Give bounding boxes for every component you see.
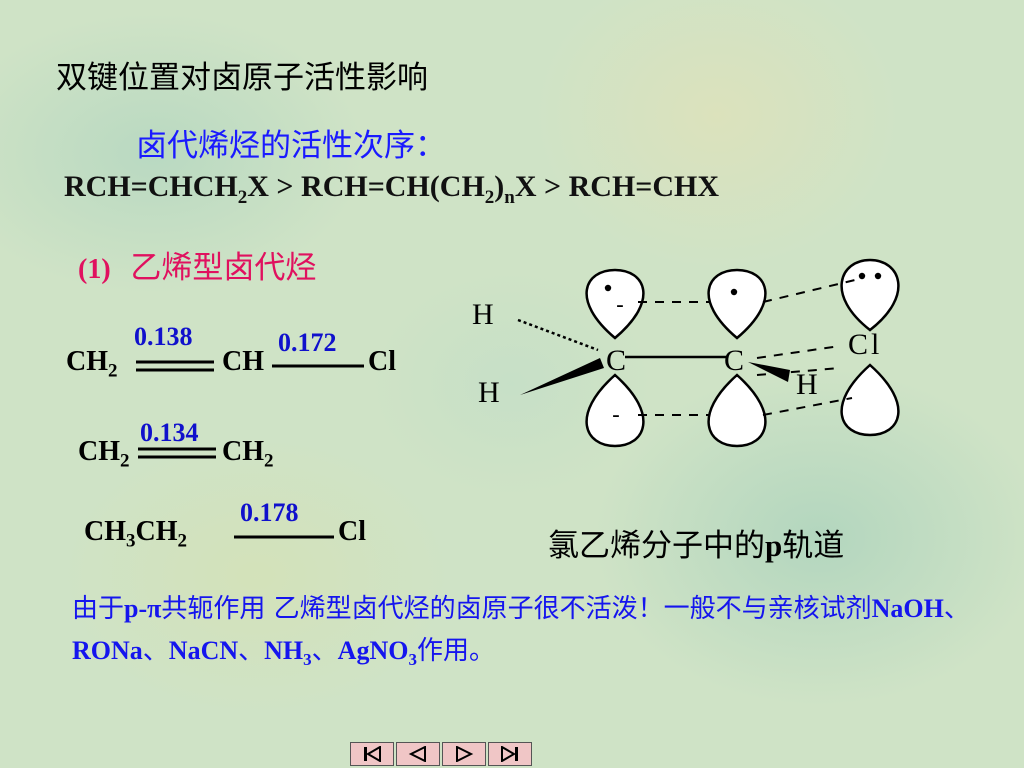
bond-length-label: 0.138 — [134, 322, 193, 351]
atom-h: H — [478, 376, 500, 409]
p-orbital-diagram: C C Cl H H H - - — [472, 258, 900, 448]
slide-title: 双键位置对卤原子活性影响 — [56, 60, 428, 96]
diagram-caption: 氯乙烯分子中的p轨道 — [548, 528, 845, 564]
electron-dot — [858, 272, 866, 280]
solid-wedge-bond — [748, 362, 790, 382]
atom-h: H — [472, 298, 494, 331]
electron-dot — [604, 284, 612, 292]
bond-length-label: 0.134 — [140, 418, 199, 447]
electron-dot — [730, 288, 738, 296]
vinyl-chloride-cl: Cl — [368, 346, 396, 377]
ethylene-right: CH2 — [222, 436, 274, 472]
c2-upper-lobe — [707, 268, 767, 340]
section-heading: (1) 乙烯型卤代烃 — [78, 250, 317, 286]
triangle-left-icon — [408, 746, 426, 762]
overlap-dashed-line — [762, 397, 853, 416]
ethyl-chloride-cl: Cl — [338, 516, 366, 547]
bond-length-label: 0.178 — [240, 498, 299, 527]
atom-c2: C — [724, 344, 744, 377]
last-slide-button[interactable] — [488, 742, 532, 766]
cl-lower-lobe — [840, 363, 900, 437]
atom-c1: C — [606, 344, 626, 377]
first-slide-button[interactable] — [350, 742, 394, 766]
triangle-right-icon — [456, 746, 474, 762]
c2-lower-lobe — [707, 373, 767, 448]
activity-order-heading: 卤代烯烃的活性次序： — [136, 128, 446, 164]
atom-h: H — [796, 368, 818, 401]
c1-upper-lobe — [585, 268, 645, 340]
atom-cl: Cl — [848, 328, 882, 361]
cl-upper-lobe — [840, 258, 900, 332]
overlap-dashed-line — [756, 367, 841, 376]
vinyl-chloride-left: CH2 — [66, 346, 118, 382]
explanation-paragraph: 由于p-π共轭作用 乙烯型卤代烃的卤原子很不活泼！一般不与亲核试剂NaOH、RO… — [72, 594, 970, 670]
skip-forward-icon — [501, 746, 518, 762]
c1-lower-lobe — [585, 373, 645, 448]
vinyl-chloride-ch: CH — [222, 346, 264, 377]
minus-sign: - — [616, 293, 624, 318]
solid-wedge-bond — [520, 358, 604, 395]
electron-dot — [874, 272, 882, 280]
minus-sign: - — [612, 403, 620, 428]
bond-length-label: 0.172 — [278, 328, 337, 357]
skip-back-icon — [364, 746, 381, 762]
activity-order-formula: RCH=CHCH2X > RCH=CH(CH2)nX > RCH=CHX — [64, 170, 720, 208]
ethyl-chloride-left: CH3CH2 — [84, 516, 187, 552]
next-slide-button[interactable] — [442, 742, 486, 766]
ethylene-left: CH2 — [78, 436, 130, 472]
previous-slide-button[interactable] — [396, 742, 440, 766]
overlap-dashed-line — [756, 345, 841, 359]
slide-navigation — [350, 742, 532, 766]
hashed-wedge-bond — [517, 318, 599, 352]
